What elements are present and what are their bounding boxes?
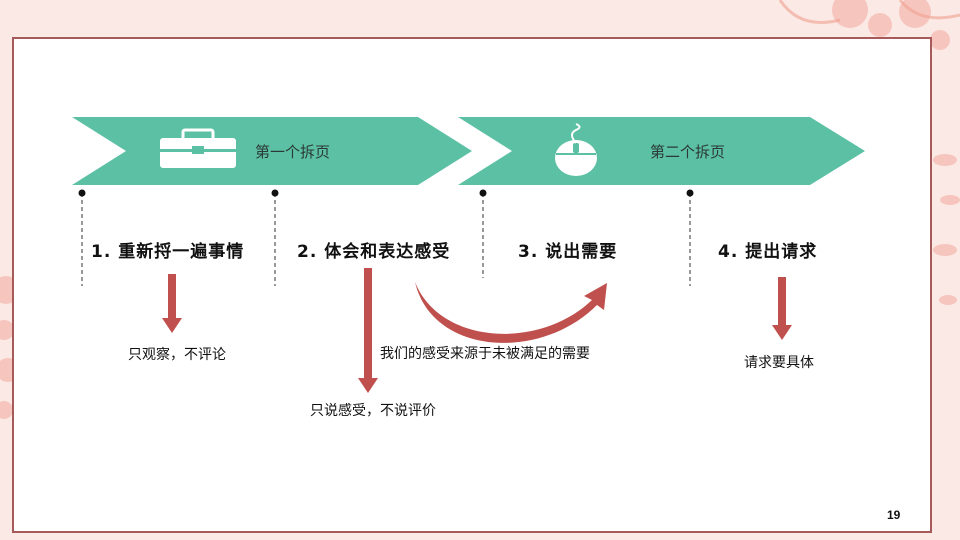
- down-arrow-observe: [162, 274, 182, 333]
- divider-dots: [78, 189, 694, 197]
- curved-arrow-needs: [415, 282, 607, 343]
- step-dividers: [81, 193, 691, 286]
- note-needs: 我们的感受来源于未被满足的需要: [380, 346, 590, 362]
- down-arrow-request: [772, 277, 792, 340]
- note-request: 请求要具体: [744, 355, 814, 371]
- step-3-title: 3. 说出需要: [518, 242, 618, 262]
- page-number: 19: [887, 508, 901, 522]
- note-observe: 只观察，不评论: [128, 347, 226, 363]
- toolbox-icon: [160, 128, 236, 168]
- step-4-title: 4. 提出请求: [718, 242, 818, 262]
- banner-label-1: 第一个拆页: [255, 143, 331, 161]
- banner-label-2: 第二个拆页: [650, 143, 726, 161]
- mouse-icon: [555, 123, 597, 176]
- note-feelings: 只说感受，不说评价: [310, 403, 436, 419]
- step-2-title: 2. 体会和表达感受: [297, 242, 451, 262]
- step-1-title: 1. 重新捋一遍事情: [91, 242, 245, 262]
- down-arrow-feelings: [358, 268, 378, 393]
